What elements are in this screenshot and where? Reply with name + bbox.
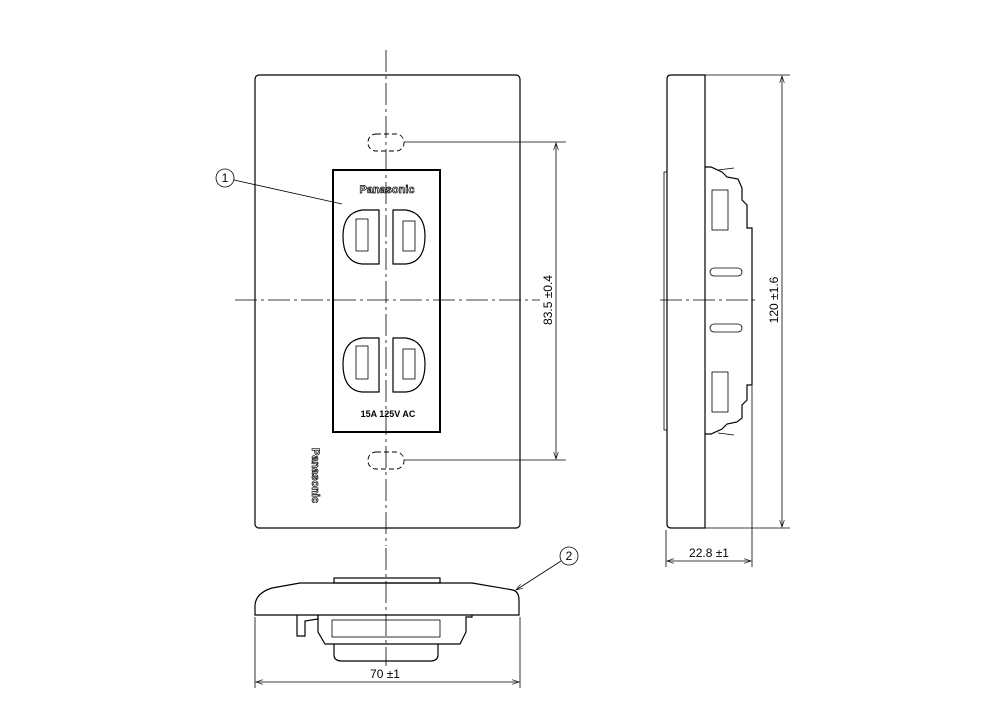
bottom-module-face bbox=[333, 577, 441, 584]
outlet-top bbox=[342, 209, 426, 265]
outlet-bottom bbox=[342, 337, 426, 393]
pitch-dimension-label: 83.5 ±0.4 bbox=[541, 275, 555, 325]
side-body-outline bbox=[705, 166, 753, 435]
module-rating: 15A 125V AC bbox=[361, 409, 416, 419]
front-view: Panasonic 15A 125V AC Panasonic 1 83.5 ±… bbox=[215, 50, 566, 546]
mounting-slot-bottom bbox=[367, 451, 405, 470]
callout-2-circle bbox=[559, 546, 579, 566]
bottom-view: 70 ±1 2 bbox=[254, 546, 579, 688]
callout-2-leader bbox=[516, 560, 562, 590]
mounting-slot-top bbox=[367, 133, 405, 152]
plate-brand: Panasonic bbox=[309, 448, 321, 503]
height-dimension-label: 120 ±1.6 bbox=[767, 276, 781, 323]
side-face-strip bbox=[663, 171, 668, 431]
callout-1-circle bbox=[215, 168, 235, 188]
width-dimension-label: 70 ±1 bbox=[370, 667, 400, 681]
bottom-plate-outline bbox=[254, 582, 520, 616]
wall-plate-outline bbox=[254, 74, 521, 529]
callout-2-label: 2 bbox=[566, 549, 573, 563]
side-view: 120 ±1.6 22.8 ±1 bbox=[660, 74, 790, 567]
side-plate-outline bbox=[666, 74, 706, 529]
callout-1-leader bbox=[233, 179, 343, 205]
depth-dimension-label: 22.8 ±1 bbox=[689, 546, 729, 560]
callout-1-label: 1 bbox=[222, 171, 229, 185]
module-brand: Panasonic bbox=[359, 184, 414, 196]
receptacle-module bbox=[332, 169, 441, 433]
